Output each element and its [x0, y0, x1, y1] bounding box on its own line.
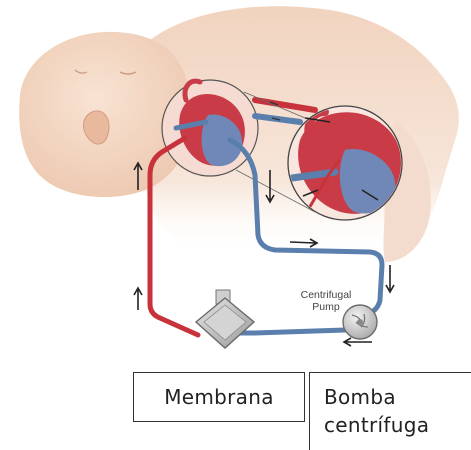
- pump-label-line-one: Bomba: [324, 383, 471, 411]
- pump-label-box: Bomba centrífuga: [309, 372, 471, 450]
- pump-label-line-two: centrífuga: [324, 411, 471, 439]
- pump-label-line2: Pump: [312, 301, 340, 313]
- membrane-label: Membrana: [164, 385, 274, 409]
- pump-label-line1: Centrifugal: [301, 289, 352, 301]
- centrifugal-pump: [343, 305, 377, 339]
- membrane-oxygenator: [196, 290, 254, 348]
- heart-in-chest: [162, 80, 258, 176]
- membrane-label-box: Membrana: [133, 372, 305, 422]
- magnified-heart: [288, 106, 402, 220]
- pump-to-oxygenator-line: [240, 330, 345, 333]
